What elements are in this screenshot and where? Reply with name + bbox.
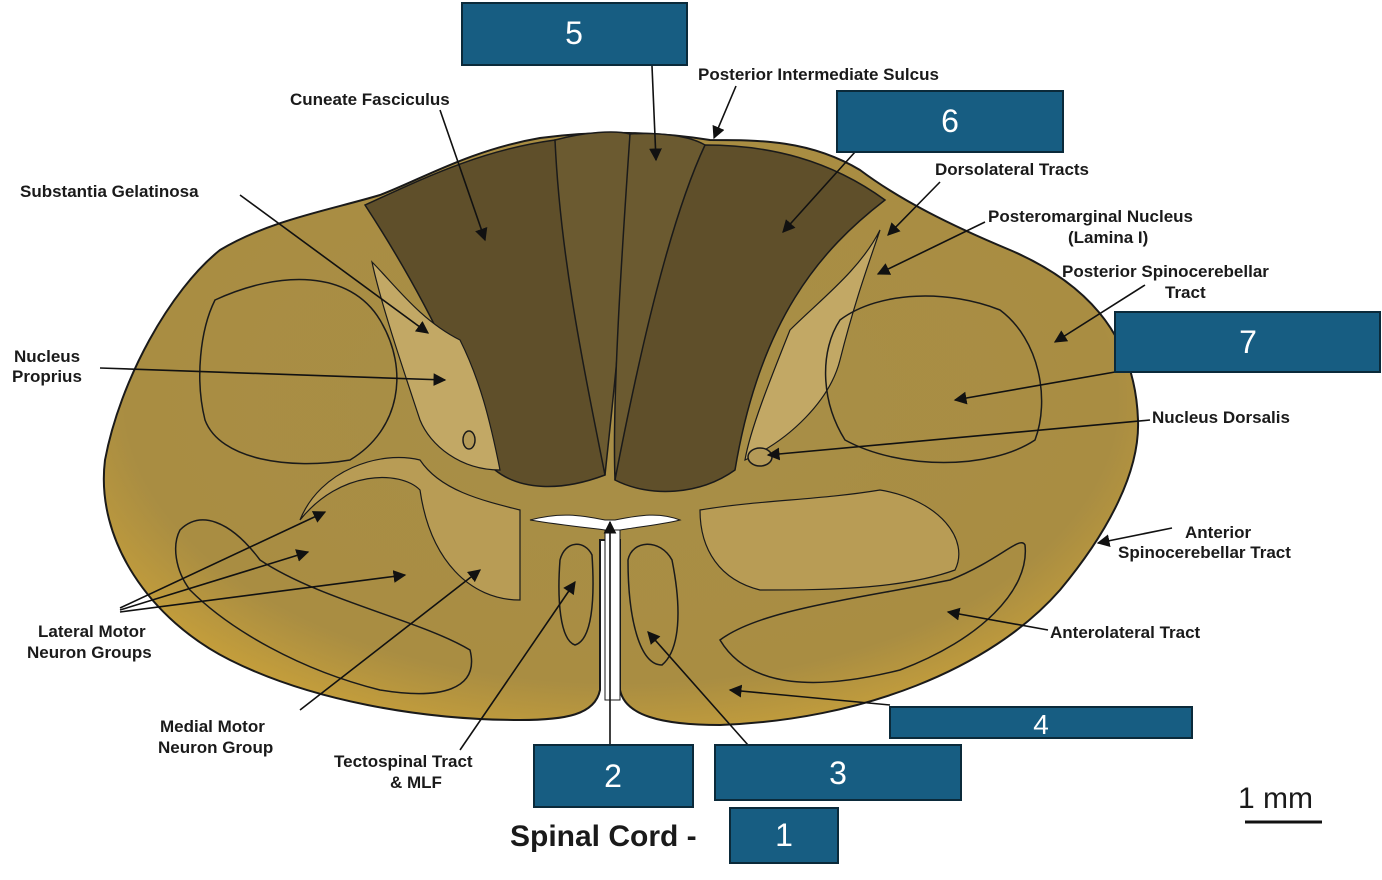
label-cuneate-fasciculus: Cuneate Fasciculus: [290, 90, 450, 109]
label-post-spinocerebellar-line1: Posterior Spinocerebellar: [1062, 262, 1269, 281]
scale-bar-label: 1 mm: [1238, 782, 1313, 815]
ventral-funiculus-left: [174, 519, 473, 695]
label-medial-motor-line2: Neuron Group: [158, 738, 273, 757]
label-lateral-motor-line1: Lateral Motor: [38, 622, 146, 641]
answer-box-6-number: 6: [941, 103, 959, 139]
posterior-spinocerebellar-region: [824, 295, 1043, 464]
label-posterior-intermediate-sulcus: Posterior Intermediate Sulcus: [698, 65, 939, 84]
label-posteromarginal-line1: Posteromarginal Nucleus: [988, 207, 1193, 226]
answer-box-2-number: 2: [604, 758, 622, 794]
label-medial-motor-line1: Medial Motor: [160, 717, 265, 736]
nucleus-dorsalis-shape: [747, 447, 773, 467]
gracile-fasciculus-left: [554, 131, 631, 476]
small-nucleus-left: [462, 430, 476, 450]
label-nucleus-dorsalis: Nucleus Dorsalis: [1152, 408, 1290, 427]
label-nucleus-proprius-line1: Nucleus: [14, 347, 80, 366]
answer-box-7-number: 7: [1239, 324, 1257, 360]
answer-box-4-number: 4: [1033, 709, 1049, 740]
leader-lines: [99, 65, 1173, 751]
label-substantia-gelatinosa: Substantia Gelatinosa: [20, 182, 199, 201]
answer-box-5[interactable]: 5: [461, 2, 688, 66]
answer-box-1-number: 1: [775, 817, 793, 853]
answer-box-6[interactable]: 6: [836, 90, 1064, 153]
label-nucleus-proprius-line2: Proprius: [12, 367, 82, 386]
answer-box-1[interactable]: 1: [729, 807, 839, 864]
lateral-funiculus-left: [199, 278, 398, 465]
label-tectospinal-line1: Tectospinal Tract: [334, 752, 473, 771]
answer-box-5-number: 5: [565, 15, 583, 51]
figure-title: Spinal Cord -: [510, 820, 697, 853]
ventral-horn-right: [699, 489, 960, 591]
tectospinal-right: [627, 543, 679, 666]
label-ant-spinocerebellar-line2: Spinocerebellar Tract: [1118, 543, 1291, 562]
gracile-fasciculus-right: [613, 132, 706, 481]
label-post-spinocerebellar-line2: Tract: [1165, 283, 1206, 302]
ventral-median-fissure: [604, 529, 621, 701]
label-anterolateral-tract: Anterolateral Tract: [1050, 623, 1201, 642]
label-posteromarginal-line2: (Lamina I): [1068, 228, 1148, 247]
answer-box-2[interactable]: 2: [533, 744, 694, 808]
answer-box-3[interactable]: 3: [714, 744, 962, 801]
label-dorsolateral-tracts: Dorsolateral Tracts: [935, 160, 1089, 179]
label-tectospinal-line2: & MLF: [390, 773, 442, 792]
anterolateral-region: [719, 542, 1027, 684]
ventral-horn-left: [299, 456, 521, 601]
tectospinal-left: [558, 543, 594, 646]
answer-box-4[interactable]: 4: [889, 706, 1193, 740]
answer-box-7[interactable]: 7: [1114, 311, 1381, 373]
label-ant-spinocerebellar-line1: Anterior: [1185, 523, 1252, 542]
dorsal-horn-left: [370, 260, 501, 471]
answer-box-3-number: 3: [829, 755, 847, 791]
label-lateral-motor-line2: Neuron Groups: [27, 643, 152, 662]
